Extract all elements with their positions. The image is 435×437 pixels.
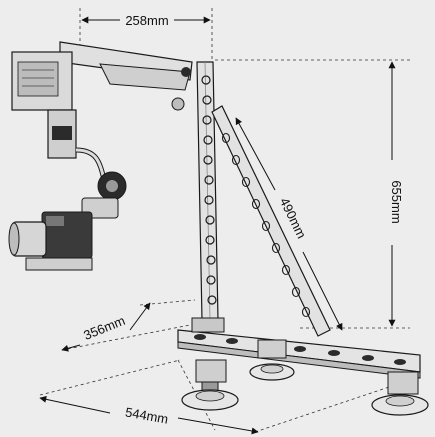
suction-cup-right (371, 371, 429, 416)
dimension-lines (39, 16, 396, 435)
brace-holes (221, 132, 311, 318)
suction-cup-left (181, 359, 239, 411)
suction-cup-center (249, 339, 295, 381)
diagonal-brace (211, 105, 331, 337)
base-width-label: 544mm (124, 404, 169, 426)
camera (8, 211, 93, 271)
monitor-plate (11, 51, 73, 111)
gimbal-body (47, 109, 127, 219)
column-holes (201, 75, 217, 305)
height-label: 655mm (389, 180, 404, 223)
top-width-label: 258mm (125, 13, 168, 28)
vertical-column (191, 61, 225, 333)
base-depth-label: 356mm (81, 313, 127, 343)
support-arm (59, 41, 193, 111)
